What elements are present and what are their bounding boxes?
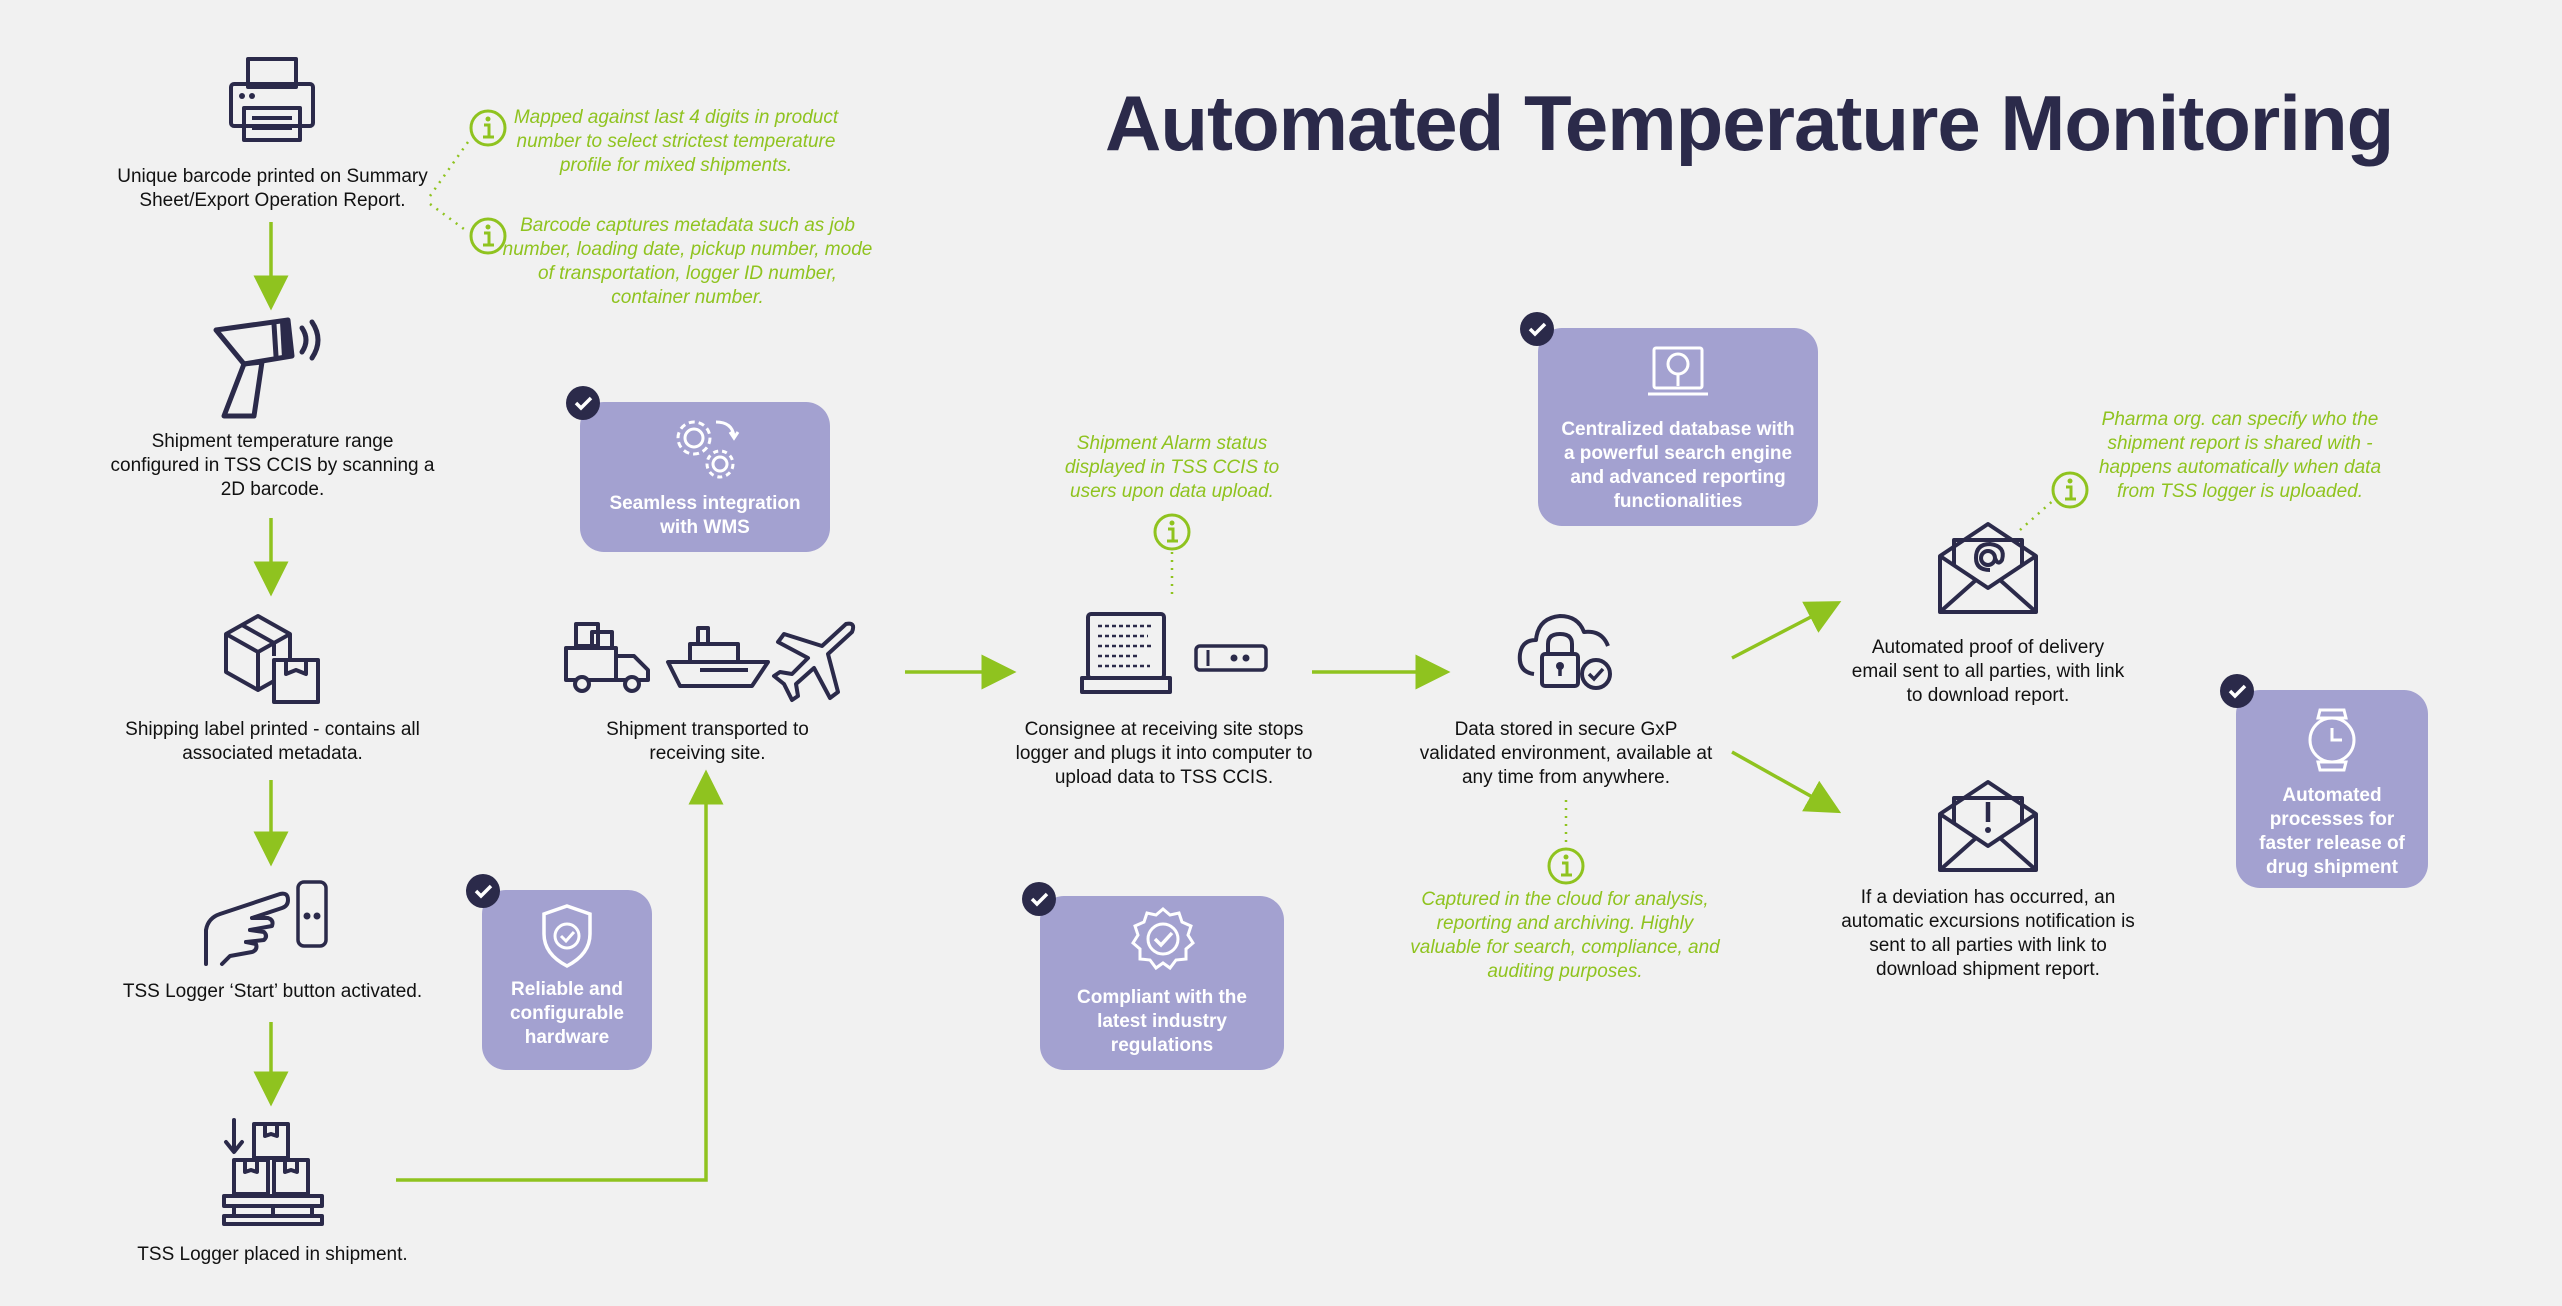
arrow-placed-to-transport [396,769,724,1182]
badge-check-icon [1131,907,1195,971]
note-mapped: Mapped against last 4 digits in product … [513,107,839,176]
step-deviation-caption: If a deviation has occurred, an automati… [1841,887,2135,980]
page-title: Automated Temperature Monitoring [1105,79,2394,167]
dotted-link-mapped [428,141,470,197]
step-label-caption: Shipping label printed - contains all as… [125,719,420,764]
cloud-lock-icon [1517,614,1612,690]
note-alarm: Shipment Alarm status displayed in TSS C… [1064,433,1280,502]
info-icon [469,217,507,255]
hand-pointing-icon [204,891,290,966]
shield-check-icon [542,904,592,968]
arrow-stored-to-deviation [1731,750,1842,814]
note-cloud: Captured in the cloud for analysis, repo… [1410,889,1720,982]
badge-database: Centralized database with a powerful sea… [1538,328,1818,526]
printer-icon [229,57,315,142]
barcode-scanner-icon [213,317,321,419]
badge-automated: Automated processes for faster release o… [2236,690,2428,888]
badge-hardware-label: Reliable and configurable hardware [509,979,624,1048]
step-placed-caption: TSS Logger placed in shipment. [137,1244,408,1265]
email-alert-icon [1938,780,2038,872]
search-monitor-icon [1648,346,1708,396]
step-scan-caption: Shipment temperature range configured in… [110,431,435,500]
email-at-icon [1938,522,2038,614]
delivery-truck-icon [564,622,650,693]
info-icon [1547,847,1585,885]
package-box-icon [224,614,320,704]
info-icon [469,109,507,147]
badge-automated-label: Automated processes for faster release o… [2259,785,2405,878]
step-proof-caption: Automated proof of delivery email sent t… [1851,637,2125,706]
info-icon [2051,471,2089,509]
step-stored-caption: Data stored in secure GxP validated envi… [1419,719,1713,788]
logger-icon [296,880,328,948]
check-icon [2220,674,2254,708]
check-icon [1520,312,1554,346]
step-transport-caption: Shipment transported to receiving site. [606,719,809,764]
arrow-stored-to-proof [1731,601,1842,660]
watch-icon [2308,708,2356,772]
check-icon [1022,882,1056,916]
step-barcode-caption: Unique barcode printed on Summary Sheet/… [117,166,428,211]
ship-icon [666,626,770,688]
badge-wms: Seamless integration with WMS [580,402,830,552]
step-start-caption: TSS Logger ‘Start’ button activated. [122,981,423,1002]
pallet-boxes-icon [222,1118,324,1226]
step-consignee-caption: Consignee at receiving site stops logger… [1015,719,1313,788]
check-icon [566,386,600,420]
usb-logger-icon [1194,644,1268,672]
badge-compliant: Compliant with the latest industry regul… [1040,896,1284,1070]
badge-hardware: Reliable and configurable hardware [482,890,652,1070]
note-metadata: Barcode captures metadata such as job nu… [502,215,873,308]
laptop-icon [1080,612,1172,694]
dotted-link-metadata [429,202,469,234]
airplane-icon [772,621,856,702]
gears-icon [676,420,740,479]
note-pharma: Pharma org. can specify who the shipment… [2098,409,2382,502]
badge-wms-label: Seamless integration with WMS [609,493,801,538]
badge-compliant-label: Compliant with the latest industry regul… [1077,987,1247,1056]
info-icon [1153,513,1191,551]
check-icon [466,874,500,908]
dotted-link-pharma [2019,497,2057,531]
badge-database-label: Centralized database with a powerful sea… [1561,419,1795,512]
